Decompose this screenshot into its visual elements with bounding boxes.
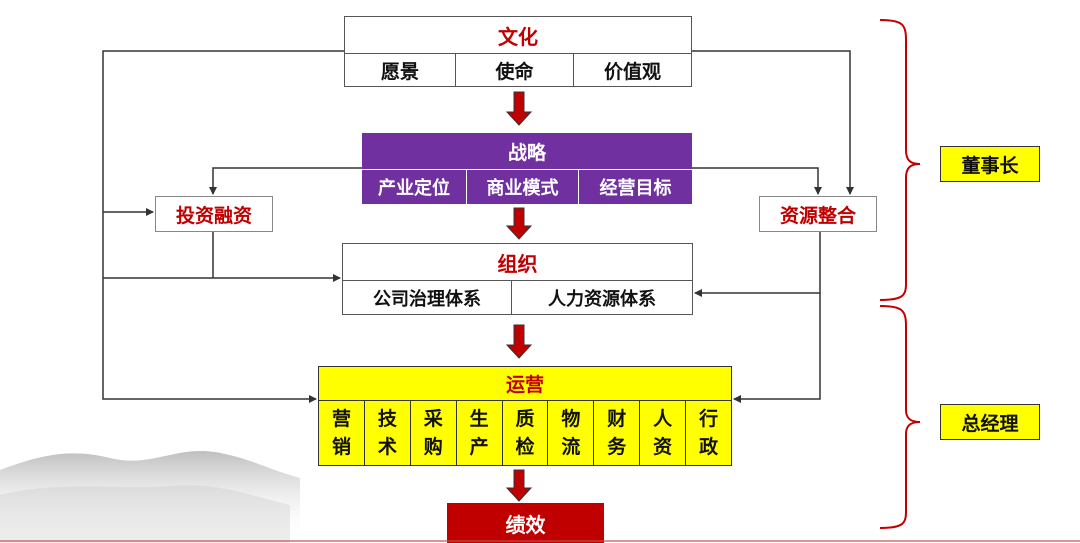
operations-item-logistics: 物流 [548, 401, 595, 465]
operations-box: 运营 营销 技术 采购 生产 质检 物流 财务 人资 行政 [318, 366, 732, 466]
strategy-box: 战略 产业定位 商业模式 经营目标 [362, 133, 692, 204]
operations-item-production: 生产 [457, 401, 503, 465]
organization-item-hr-system: 人力资源体系 [548, 288, 656, 310]
operations-item-purchasing: 采购 [411, 401, 457, 465]
strategy-item-industry-position: 产业定位 [362, 170, 467, 204]
general-manager-label: 总经理 [940, 404, 1040, 440]
organization-item-governance: 公司治理体系 [343, 281, 512, 314]
operations-title: 运营 [319, 367, 731, 401]
operations-item-marketing: 营销 [319, 401, 365, 465]
resource-integration-box: 资源整合 [759, 196, 877, 232]
organization-box: 组织 公司治理体系 人力资源体系 [342, 243, 693, 315]
strategy-item-business-model: 商业模式 [467, 170, 579, 204]
culture-item-values: 价值观 [603, 60, 661, 83]
culture-item-mission: 使命 [456, 54, 574, 86]
organization-title: 组织 [343, 244, 692, 281]
operations-item-technology: 技术 [365, 401, 411, 465]
operations-item-quality: 质检 [503, 401, 549, 465]
operations-item-finance: 财务 [594, 401, 641, 465]
performance-box: 绩效 [447, 503, 604, 543]
operations-item-admin: 行政 [699, 408, 719, 458]
culture-box: 文化 愿景 使命 价值观 [344, 16, 692, 87]
strategy-title: 战略 [362, 133, 692, 170]
investment-financing-box: 投资融资 [155, 196, 273, 232]
strategy-item-business-goal: 经营目标 [599, 178, 672, 199]
chairman-label: 董事长 [940, 146, 1040, 182]
culture-title: 文化 [345, 17, 691, 54]
operations-item-hr: 人资 [640, 401, 687, 465]
culture-item-vision: 愿景 [345, 54, 456, 86]
bottom-divider [0, 540, 1080, 542]
